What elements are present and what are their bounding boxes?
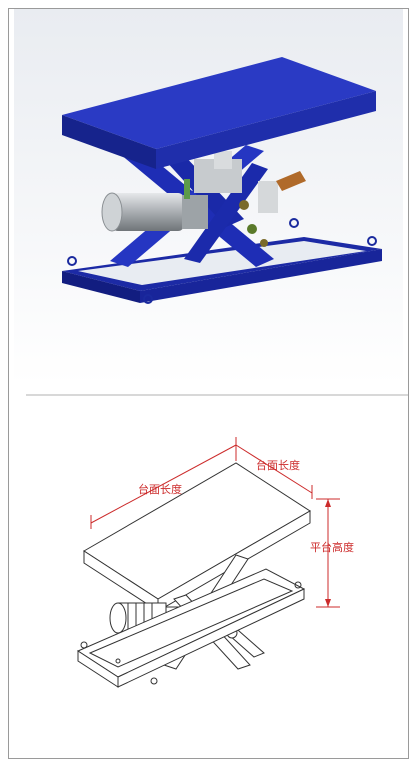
- dimension-lines: [90, 437, 340, 608]
- label-width: 台面长度: [256, 458, 300, 472]
- hydraulic-cylinder: [276, 171, 306, 191]
- lifting-ring-icon: [367, 236, 377, 246]
- lifting-ring-icon: [143, 294, 153, 304]
- scissor-lift-drawing: 台面长度 台面长度 平台高度: [14, 403, 403, 758]
- scissor-lift-render: [14, 9, 403, 385]
- label-length: 台面长度: [138, 482, 182, 496]
- lifting-ring-icon: [289, 218, 299, 228]
- panel-divider: [26, 394, 408, 396]
- platform: [62, 57, 376, 169]
- motor-housing: [112, 193, 184, 231]
- label-height: 平台高度: [310, 540, 354, 554]
- motor-assembly: [101, 151, 306, 232]
- drawing-base: [76, 568, 306, 688]
- lifting-ring-icon: [67, 256, 77, 266]
- base-frame: [62, 218, 382, 304]
